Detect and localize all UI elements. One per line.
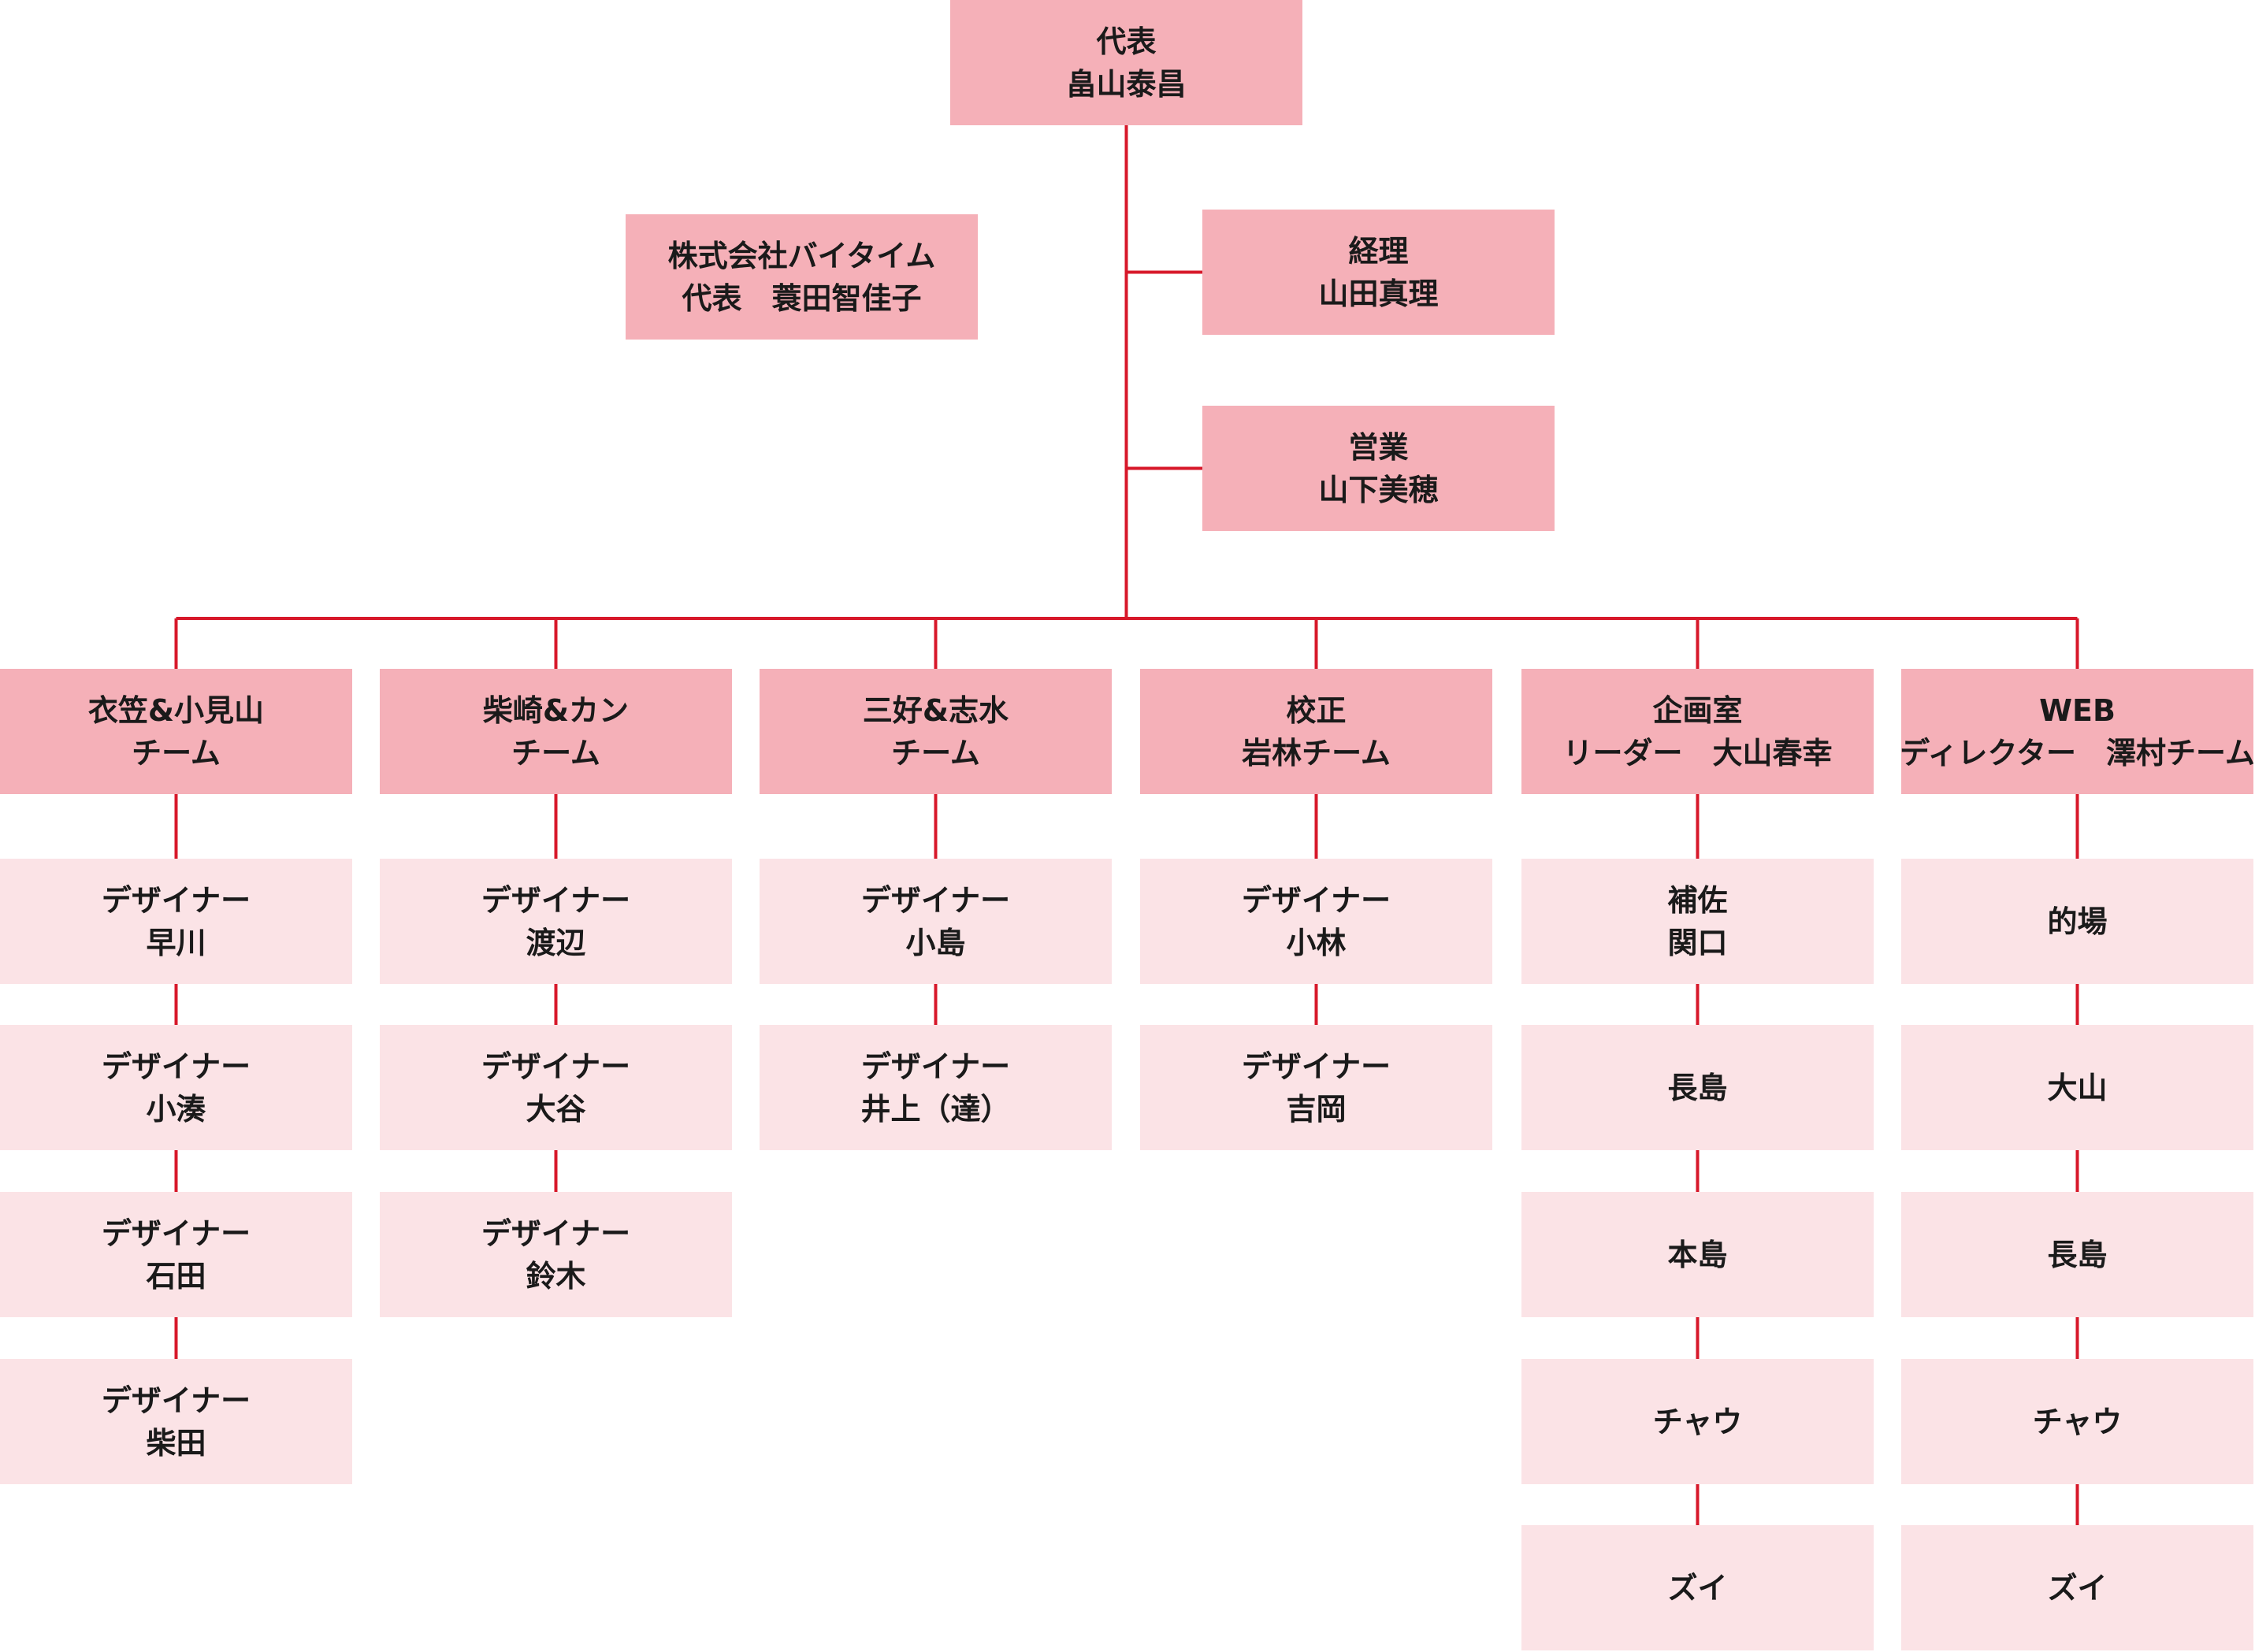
member-box: ズイ xyxy=(1901,1525,2253,1650)
member-box-line-1: 大山 xyxy=(2047,1070,2108,1105)
member-box-line-2: 吉岡 xyxy=(1286,1091,1347,1127)
member-box: デザイナー早川 xyxy=(0,859,352,984)
member-box-line-1: デザイナー xyxy=(101,1383,251,1418)
member-box: デザイナー鈴木 xyxy=(380,1192,732,1317)
team-header-box: 柴崎&カンチーム xyxy=(380,669,732,794)
team-header-box: 三好&志水チーム xyxy=(760,669,1112,794)
staff-box-2-line-2: 山下美穂 xyxy=(1318,472,1439,507)
member-box-line-2: 小湊 xyxy=(146,1091,206,1127)
partner-box-line-2: 代表 蓑田智佳子 xyxy=(682,280,922,316)
team-header-box-line-2: チーム xyxy=(132,735,221,770)
member-box-line-1: デザイナー xyxy=(860,882,1011,918)
member-box: デザイナー小林 xyxy=(1140,859,1492,984)
member-box: デザイナー渡辺 xyxy=(380,859,732,984)
team-header-box-line-1: WEB xyxy=(2039,692,2116,728)
member-box: デザイナー吉岡 xyxy=(1140,1025,1492,1150)
team-header-box: 校正岩林チーム xyxy=(1140,669,1492,794)
member-box-line-1: ズイ xyxy=(2047,1570,2108,1606)
ceo-box-line-2: 畠山泰昌 xyxy=(1066,66,1187,102)
member-box: 的場 xyxy=(1901,859,2253,984)
member-box-line-1: チャウ xyxy=(2032,1404,2123,1439)
member-box-line-2: 大谷 xyxy=(526,1091,586,1127)
member-box: ズイ xyxy=(1521,1525,1874,1650)
member-box-line-2: 関口 xyxy=(1667,925,1728,960)
member-box-line-1: デザイナー xyxy=(1241,1049,1391,1084)
team-header-box-line-1: 衣笠&小見山 xyxy=(87,692,265,728)
member-box-line-1: デザイナー xyxy=(481,882,631,918)
member-box-line-2: 小島 xyxy=(905,925,966,960)
partner-box-line-1: 株式会社バイタイム xyxy=(667,238,936,273)
member-box-line-1: 長島 xyxy=(1667,1070,1728,1105)
member-box-line-2: 石田 xyxy=(146,1258,206,1294)
team-header-box: 衣笠&小見山チーム xyxy=(0,669,352,794)
member-box: デザイナー石田 xyxy=(0,1192,352,1317)
member-box-line-1: 長島 xyxy=(2047,1237,2108,1272)
partner-box: 株式会社バイタイム代表 蓑田智佳子 xyxy=(626,214,978,340)
member-box-line-2: 早川 xyxy=(146,925,206,960)
member-box: 本島 xyxy=(1521,1192,1874,1317)
member-box-line-1: 的場 xyxy=(2047,904,2108,939)
member-box-line-2: 小林 xyxy=(1286,925,1347,960)
member-box: 長島 xyxy=(1521,1025,1874,1150)
member-box-line-2: 井上（達） xyxy=(860,1091,1011,1127)
ceo-box: 代表畠山泰昌 xyxy=(950,0,1302,125)
staff-box-1-line-2: 山田真理 xyxy=(1318,276,1439,311)
member-box-line-1: デザイナー xyxy=(481,1216,631,1251)
member-box-line-1: デザイナー xyxy=(1241,882,1391,918)
staff-box-1-line-1: 経理 xyxy=(1348,233,1409,269)
member-box: デザイナー小島 xyxy=(760,859,1112,984)
team-header-box-line-1: 校正 xyxy=(1286,692,1347,728)
member-box: デザイナー大谷 xyxy=(380,1025,732,1150)
member-box-line-2: 鈴木 xyxy=(526,1258,586,1294)
member-box: 補佐関口 xyxy=(1521,859,1874,984)
team-header-box-line-2: リーダー 大山春幸 xyxy=(1562,735,1833,770)
staff-box-2-line-1: 営業 xyxy=(1348,429,1409,465)
team-header-box: WEB ディレクター 澤村チーム xyxy=(1900,669,2255,794)
member-box-line-2: 柴田 xyxy=(146,1425,206,1461)
team-header-box-line-1: 三好&志水 xyxy=(862,692,1009,728)
member-box-line-1: デザイナー xyxy=(101,1049,251,1084)
member-box-line-1: チャウ xyxy=(1652,1404,1743,1439)
member-box: デザイナー柴田 xyxy=(0,1359,352,1484)
ceo-box-line-1: 代表 xyxy=(1096,24,1157,59)
staff-box-2: 営業山下美穂 xyxy=(1202,406,1555,531)
team-header-box-line-2: チーム xyxy=(511,735,600,770)
member-box: 長島 xyxy=(1901,1192,2253,1317)
member-box-line-1: デザイナー xyxy=(101,1216,251,1251)
member-box-line-1: デザイナー xyxy=(481,1049,631,1084)
member-box-line-2: 渡辺 xyxy=(526,925,586,960)
member-box: チャウ xyxy=(1901,1359,2253,1484)
team-header-box-line-1: 柴崎&カン xyxy=(482,692,630,728)
member-box: デザイナー井上（達） xyxy=(760,1025,1112,1150)
staff-box-1: 経理山田真理 xyxy=(1202,210,1555,335)
member-box: 大山 xyxy=(1901,1025,2253,1150)
member-box-line-1: ズイ xyxy=(1667,1570,1728,1606)
team-header-box-line-2: チーム xyxy=(891,735,980,770)
team-header-box-line-2: 岩林チーム xyxy=(1242,735,1391,770)
member-box-line-1: 補佐 xyxy=(1667,882,1728,918)
team-header-box-line-2: ディレクター 澤村チーム xyxy=(1900,735,2255,770)
member-box-line-1: 本島 xyxy=(1667,1237,1728,1272)
team-header-box: 企画室リーダー 大山春幸 xyxy=(1521,669,1874,794)
member-box-line-1: デザイナー xyxy=(101,882,251,918)
member-box-line-1: デザイナー xyxy=(860,1049,1011,1084)
team-header-box-line-1: 企画室 xyxy=(1652,692,1743,728)
member-box: デザイナー小湊 xyxy=(0,1025,352,1150)
member-box: チャウ xyxy=(1521,1359,1874,1484)
